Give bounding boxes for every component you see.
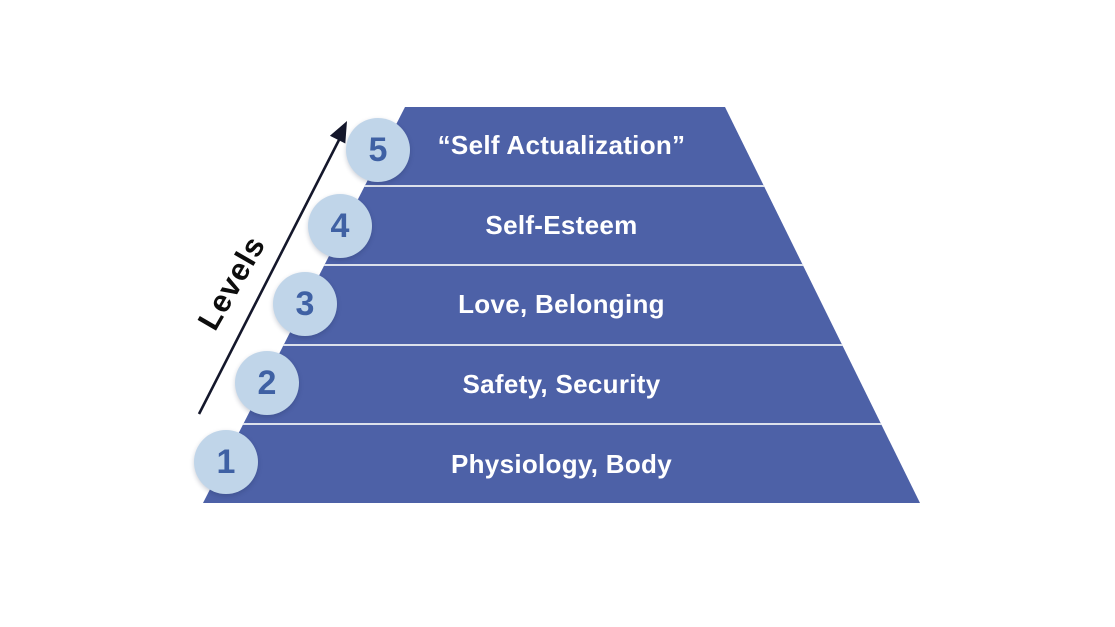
pyramid-level-2: Safety, Security — [203, 343, 920, 424]
pyramid-level-2-label: Safety, Security — [462, 369, 661, 400]
level-badge-5-number: 5 — [368, 130, 388, 169]
level-badge-2: 2 — [235, 351, 299, 415]
levels-axis-label: Levels — [190, 229, 273, 336]
pyramid-level-5-label: “Self Actualization” — [437, 130, 686, 161]
level-badge-1-number: 1 — [216, 442, 236, 481]
pyramid-level-1-label: Physiology, Body — [450, 448, 672, 479]
pyramid-level-5: “Self Actualization” — [203, 107, 920, 185]
level-badge-1: 1 — [194, 430, 258, 494]
pyramid-level-3-label: Love, Belonging — [458, 289, 665, 320]
level-badge-4-number: 4 — [330, 206, 350, 245]
level-badge-2-number: 2 — [257, 363, 277, 402]
level-badge-3: 3 — [273, 272, 337, 336]
level-badge-4: 4 — [308, 194, 372, 258]
pyramid-level-1: Physiology, Body — [203, 423, 920, 503]
pyramid-level-4-label: Self-Esteem — [485, 209, 638, 240]
level-badge-3-number: 3 — [295, 284, 315, 323]
level-badge-5: 5 — [346, 118, 410, 182]
levels-arrow-head-icon — [329, 121, 347, 144]
